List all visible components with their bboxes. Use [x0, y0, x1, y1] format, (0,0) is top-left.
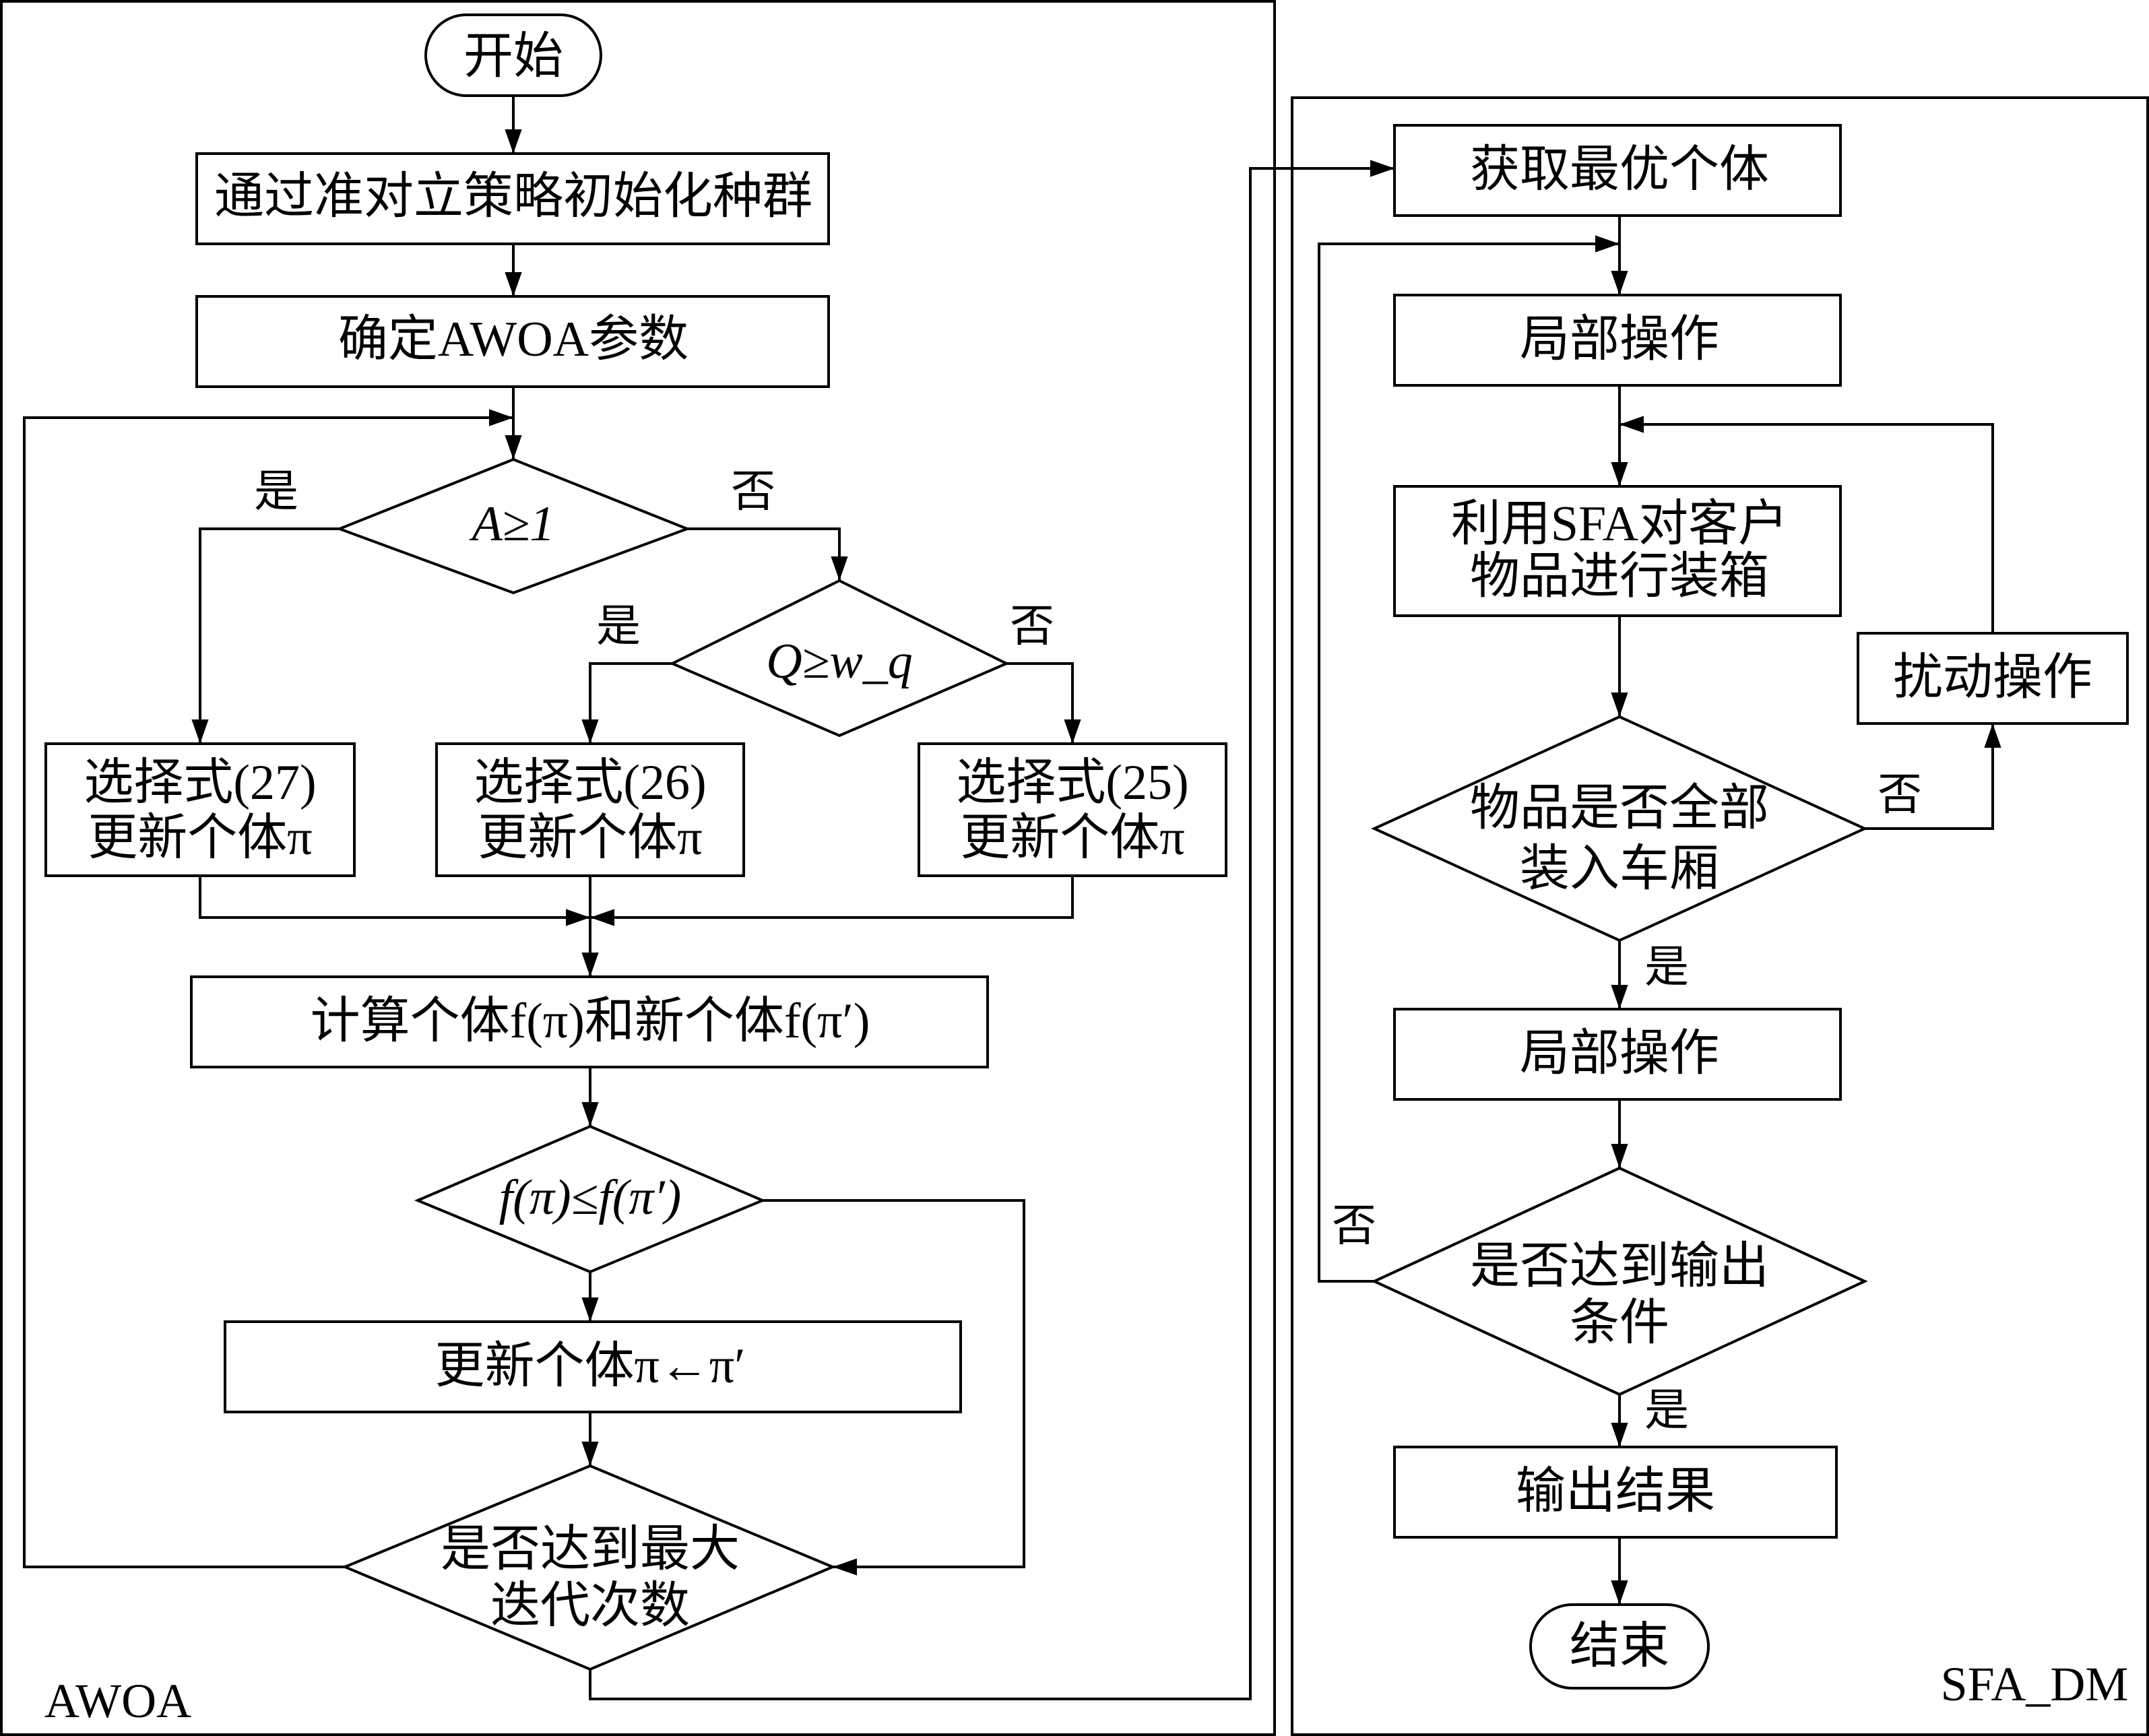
compute-fitness-label: 计算个体f(π)和新个体f(π′): [311, 994, 870, 1049]
decision-q: [669, 579, 1010, 738]
decision-max-iter-line2: 迭代次数: [490, 1578, 690, 1634]
perturb-label: 扰动操作: [1893, 650, 2092, 705]
decision-all-loaded-line2: 装入车厢: [1520, 841, 1719, 897]
decision-q-no: 否: [1010, 602, 1054, 651]
arrow-iter-loop-back: [23, 409, 513, 1568]
arrow-q-no-to-eq25: [1006, 662, 1081, 744]
decision-a: [335, 457, 691, 595]
eq26-label-line1: 选择式(26): [474, 755, 706, 810]
decision-q-label: Q≥w_q: [766, 634, 912, 689]
local-op-label-1: 局部操作: [1520, 312, 1719, 367]
sfa-dm-panel: [1291, 96, 2149, 1736]
arrow-q-yes-to-eq26: [581, 662, 672, 744]
arrow-a-no-to-decision-q: [687, 527, 848, 581]
decision-max-iter-line1: 是否达到最大: [441, 1522, 740, 1577]
best-individual-label: 获取最优个体: [1470, 142, 1769, 197]
start-label: 开始: [463, 29, 563, 84]
awoa-panel-label: AWOA: [44, 1674, 191, 1728]
awoa-panel: [0, 0, 1276, 1736]
sfa-packing-line1: 利用SFA对客户: [1451, 496, 1788, 552]
eq27-label-line2: 更新个体π: [88, 810, 312, 866]
eq25-label-line2: 更新个体π: [960, 810, 1184, 866]
compute-fitness-box: [190, 975, 989, 1068]
arrow-a-yes-to-eq27: [191, 527, 340, 744]
init-population-label: 通过准对立策略初始化种群: [214, 169, 812, 224]
eq25-label-line1: 选择式(25): [956, 755, 1188, 810]
eq26-label-line2: 更新个体π: [478, 810, 702, 866]
decision-a-label: A≥1: [469, 496, 555, 552]
best-individual-box: [1393, 124, 1842, 217]
decision-output-no: 否: [1332, 1202, 1376, 1251]
decision-a-yes: 是: [254, 468, 298, 517]
decision-output-line1: 是否达到输出: [1470, 1239, 1769, 1294]
init-population-box: [195, 152, 830, 245]
sfa-packing-box: [1393, 485, 1842, 617]
decision-all-loaded-line1: 物品是否全部: [1470, 781, 1769, 836]
arrow-not-loaded-to-perturb: [1865, 724, 2001, 830]
end-label: 结束: [1570, 1619, 1669, 1674]
awoa-params-label: 确定AWOA参数: [338, 312, 688, 367]
sfa-packing-line2: 物品进行装箱: [1470, 549, 1769, 604]
decision-fitness-label: f(π)≤f(π′): [499, 1170, 682, 1225]
eq26-box: [435, 742, 745, 877]
update-individual-label: 更新个体π←π′: [435, 1339, 746, 1394]
eq27-label-line1: 选择式(27): [84, 755, 316, 810]
arrow-awoa-to-sfa: [589, 160, 1394, 1700]
eq27-box: [44, 742, 356, 877]
arrow-decision-f-bypass: [763, 1199, 1025, 1576]
decision-output-line2: 条件: [1570, 1295, 1669, 1351]
decision-all-loaded-yes: 是: [1644, 943, 1689, 992]
local-op-box-1: [1393, 294, 1842, 387]
perturb-box: [1857, 632, 2129, 725]
local-op-label-2: 局部操作: [1520, 1026, 1719, 1081]
output-result-label: 输出结果: [1516, 1464, 1715, 1519]
output-result-box: [1393, 1446, 1838, 1539]
sfa-dm-panel-label: SFA_DM: [1941, 1657, 2129, 1711]
arrow-eq25-to-merge: [590, 876, 1074, 926]
decision-output-yes: 是: [1644, 1386, 1689, 1436]
update-individual-box: [224, 1320, 962, 1413]
eq25-box: [918, 742, 1227, 877]
decision-all-loaded-no: 否: [1878, 771, 1922, 820]
arrow-output-no-loop: [1318, 235, 1619, 1283]
decision-q-yes: 是: [596, 602, 641, 651]
arrow-perturb-to-packing: [1619, 416, 1994, 633]
local-op-box-2: [1393, 1008, 1842, 1101]
arrow-eq27-to-merge: [199, 876, 590, 926]
decision-a-no: 否: [731, 468, 775, 517]
